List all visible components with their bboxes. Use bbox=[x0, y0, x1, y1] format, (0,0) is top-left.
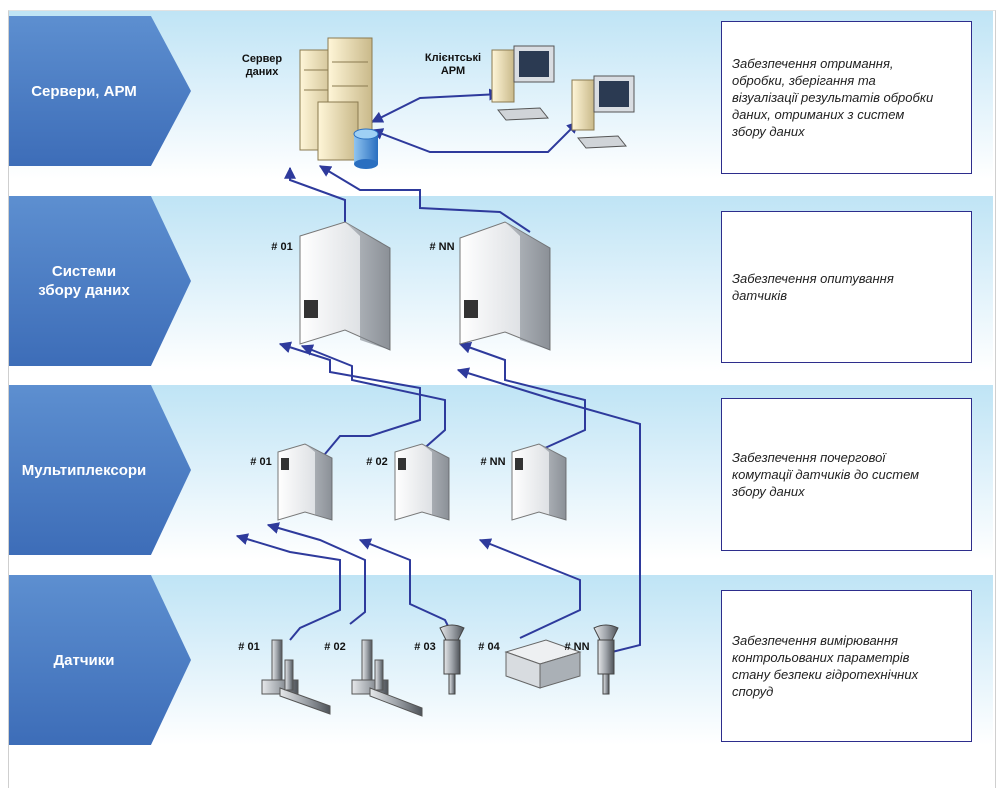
row-label-multiplexers: Мультиплексори bbox=[21, 461, 147, 479]
mux-01-icon bbox=[277, 443, 333, 521]
data-server-label: Сервер даних bbox=[241, 53, 283, 78]
dcs-cabinet-01-icon bbox=[299, 221, 391, 351]
description-sensors: Забезпечення вимірювання контрольованих … bbox=[721, 590, 972, 742]
mux-nn-label: # NN bbox=[480, 456, 506, 468]
description-servers-text: Забезпечення отримання, обробки, зберіга… bbox=[732, 56, 934, 139]
sensor-02-label: # 02 bbox=[324, 641, 346, 653]
sensor-nn-label: # NN bbox=[564, 641, 590, 653]
sensor-02-icon bbox=[351, 639, 423, 717]
sensor-04-icon bbox=[504, 639, 582, 689]
description-servers: Забезпечення отримання, обробки, зберіга… bbox=[721, 21, 972, 174]
row-label-servers: Сервери, АРМ bbox=[31, 82, 137, 100]
chevron-data-acquisition bbox=[9, 196, 191, 366]
dcs-01-label: # 01 bbox=[271, 241, 293, 253]
chevron-sensors bbox=[9, 575, 191, 745]
description-data-acquisition: Забезпечення опитування датчиків bbox=[721, 211, 972, 363]
chevron-multiplexers bbox=[9, 385, 191, 555]
row-label-sensors: Датчики bbox=[53, 651, 115, 669]
sensor-01-label: # 01 bbox=[238, 641, 260, 653]
sensor-04-label: # 04 bbox=[478, 641, 500, 653]
description-multiplexers: Забезпечення почергової комутації датчик… bbox=[721, 398, 972, 551]
sensor-01-icon bbox=[261, 639, 331, 715]
mux-02-icon bbox=[394, 443, 450, 521]
sensor-03-label: # 03 bbox=[414, 641, 436, 653]
description-sensors-text: Забезпечення вимірювання контрольованих … bbox=[732, 633, 919, 699]
chevron-servers bbox=[9, 16, 191, 166]
mux-01-label: # 01 bbox=[250, 456, 272, 468]
row-label-data-acquisition: Системи збору даних bbox=[38, 263, 130, 299]
sensor-nn-icon bbox=[593, 624, 619, 695]
sensor-03-icon bbox=[439, 624, 465, 695]
mux-02-label: # 02 bbox=[366, 456, 388, 468]
connection-lines bbox=[235, 88, 641, 653]
dcs-nn-label: # NN bbox=[429, 241, 455, 253]
description-multiplexers-text: Забезпечення почергової комутації датчик… bbox=[732, 450, 920, 499]
dcs-cabinet-nn-icon bbox=[459, 221, 551, 351]
data-server-icon bbox=[299, 37, 379, 169]
mux-nn-icon bbox=[511, 443, 567, 521]
client-workstations-label: Клієнтські АРМ bbox=[424, 52, 482, 77]
client-workstation-1-icon bbox=[491, 45, 555, 121]
description-data-acquisition-text: Забезпечення опитування датчиків bbox=[732, 271, 894, 303]
diagram-frame bbox=[8, 10, 996, 788]
client-workstation-2-icon bbox=[571, 75, 635, 149]
